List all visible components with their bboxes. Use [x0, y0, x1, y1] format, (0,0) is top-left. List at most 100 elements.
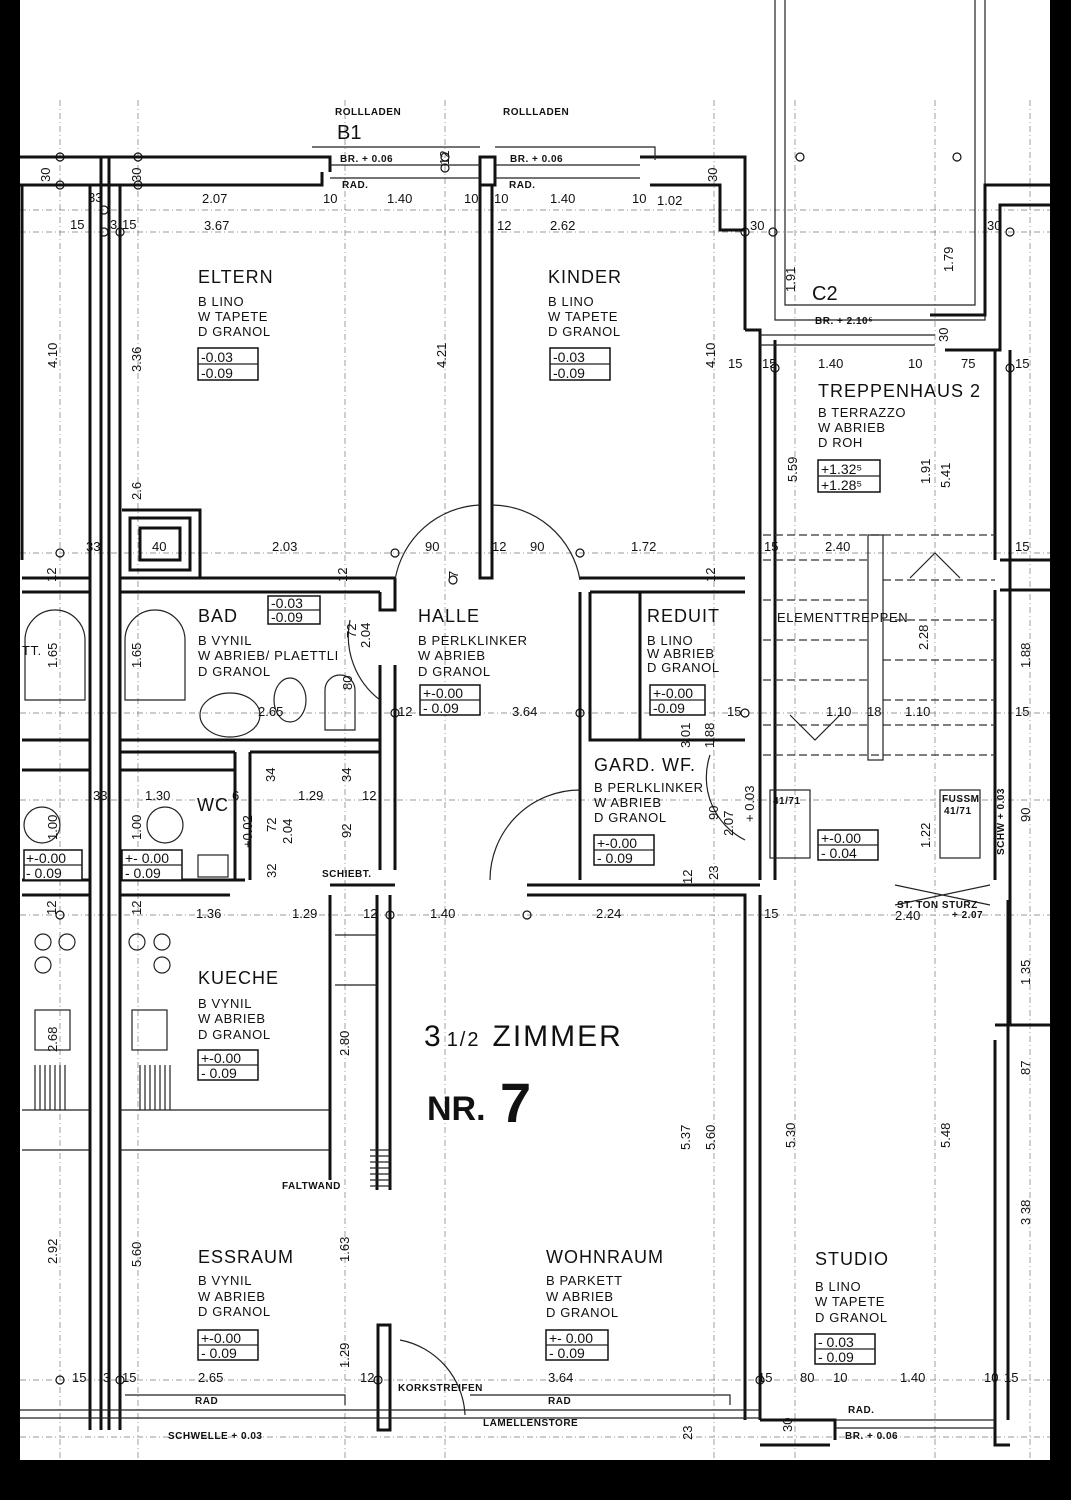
drawing-sheet [20, 0, 1050, 1460]
dimension-label: 12 [398, 704, 412, 719]
dimension-label: 90 [425, 539, 439, 554]
ceiling-finish: D GRANOL [546, 1305, 619, 1320]
dimension-label: 23 [706, 866, 721, 880]
slab-level: - 0.09 [201, 1345, 237, 1361]
dimension-label: 15 [70, 217, 84, 232]
floor-finish: B PERLKLINKER [418, 633, 528, 648]
wall-finish: W TAPETE [815, 1294, 885, 1309]
slab-level: - 0.09 [125, 865, 161, 881]
doormat [939, 789, 981, 859]
wall-finish: W TAPETE [198, 309, 268, 324]
dimension-label: 1.91 [918, 459, 933, 484]
dimension-label: 90 [530, 539, 544, 554]
dimension-label: 30 [129, 168, 144, 182]
bathtub-icon [24, 609, 86, 701]
dimension-label: 2.65 [258, 704, 283, 719]
radiator-label: RAD [548, 1396, 571, 1407]
room-name: WOHNRAUM [546, 1247, 664, 1267]
annotations: ROLLLADEN ROLLLADEN B1 C2 BR. + 0.06 BR.… [168, 107, 898, 1442]
dimension-label: 2.80 [337, 1031, 352, 1056]
floor-finish: B TERRAZZO [818, 405, 906, 420]
dimension-label: 2.24 [596, 906, 621, 921]
radiator-label: RAD. [342, 180, 368, 191]
ceiling-finish: D GRANOL [594, 810, 667, 825]
room-reduit: REDUIT B LINO W ABRIEB D GRANOL +-0.00 -… [647, 606, 719, 716]
dimension-label: 2.65 [198, 1370, 223, 1385]
dimension-label: 80 [340, 676, 355, 690]
wall-finish: W ABRIEB [418, 648, 486, 663]
dimension-label: 90 [706, 806, 721, 820]
ceiling-finish: D GRANOL [418, 664, 491, 679]
dimension-label: 15 [758, 1370, 772, 1385]
element-stairs [763, 534, 995, 906]
dimension-label: 10 [632, 191, 646, 206]
dimension-label: 12 [362, 788, 376, 803]
floor-level: - 0.03 [818, 1334, 854, 1350]
bidet-icon [324, 674, 356, 731]
dimension-label: 1.72 [631, 539, 656, 554]
dimension-label: 10 [494, 191, 508, 206]
room-name: BAD [198, 606, 238, 626]
dimension-label: 2.40 [895, 908, 920, 923]
room-treppenhaus: TREPPENHAUS 2 B TERRAZZO W ABRIEB D ROH … [817, 381, 981, 493]
dimension-label: 3.01 [678, 723, 693, 748]
sink-drainboard-icon [34, 1065, 66, 1110]
dimension-label: 7 [446, 571, 461, 578]
dimension-label: 10 [323, 191, 337, 206]
dimension-label: 2.04 [358, 623, 373, 648]
room-eltern: ELTERN B LINO W TAPETE D GRANOL -0.03 -0… [197, 267, 273, 381]
dimension-label: 1.02 [657, 193, 682, 208]
dimension-label: 72 [264, 818, 279, 832]
slab-level: - 0.09 [597, 850, 633, 866]
ceiling-finish: D GRANOL [198, 1304, 271, 1319]
threshold-label: SCHW + 0.03 [996, 788, 1007, 855]
dimension-label: 40 [152, 539, 166, 554]
floor-level: -0.03 [201, 349, 233, 365]
wall-finish: W TAPETE [548, 309, 618, 324]
doormat-title: FUSSM [942, 794, 980, 805]
dimension-label: 4.21 [434, 343, 449, 368]
room-bad: BAD B VYNIL W ABRIEB/ PLAETTLI D GRANOL … [198, 595, 338, 679]
shutter-label: ROLLLADEN [335, 107, 401, 118]
dimension-label: 34 [339, 768, 354, 782]
dimension-label: 1 35 [1018, 960, 1033, 985]
dimension-label: 1.88 [1018, 643, 1033, 668]
wall-finish: W ABRIEB [647, 646, 715, 661]
dimension-label: 10 [984, 1370, 998, 1385]
floor-level: +-0.00 [201, 1330, 241, 1346]
room-name: GARD. WF. [594, 755, 696, 775]
dimension-label: 30 [705, 168, 720, 182]
dimension-label: 2.03 [272, 539, 297, 554]
dimension-label: 12 [363, 906, 377, 921]
dimension-label: 10 [833, 1370, 847, 1385]
toilet-icon [23, 806, 61, 844]
dimension-label: 12 [44, 568, 59, 582]
wall-finish: W ABRIEB [546, 1289, 614, 1304]
dimension-label: 2.07 [202, 191, 227, 206]
door-swings [347, 504, 746, 1416]
dimension-label: 12 [497, 218, 511, 233]
stove-burner-icon [34, 933, 52, 951]
room-name: TREPPENHAUS 2 [818, 381, 981, 401]
dimension-label: 15 [727, 704, 741, 719]
dimension-label: 4.10 [703, 343, 718, 368]
stove-burner-icon [34, 956, 52, 974]
room-name: KINDER [548, 267, 622, 287]
dimension-label: 12 [703, 568, 718, 582]
dimension-label: 15 [728, 356, 742, 371]
neighbor-room-label: TT. [22, 643, 42, 658]
dimension-label: 12 [680, 870, 695, 884]
stove-burner-icon [128, 933, 146, 951]
dimension-label: 5.60 [703, 1125, 718, 1150]
folding-wall-label: FALTWAND [282, 1181, 341, 1192]
lintel-height: + 2.07 [952, 910, 983, 921]
dimension-label: 12 [360, 1370, 374, 1385]
dimension-label: 1.29 [298, 788, 323, 803]
floor-finish: B VYNIL [198, 1273, 252, 1288]
neighbor-floor-level: +-0.00 [26, 850, 66, 866]
slab-level: - 0.09 [818, 1349, 854, 1365]
slab-level: - 0.09 [549, 1345, 585, 1361]
toilet-icon [273, 677, 307, 723]
floor-level: -0.03 [553, 349, 585, 365]
floor-finish: B PARKETT [546, 1273, 623, 1288]
